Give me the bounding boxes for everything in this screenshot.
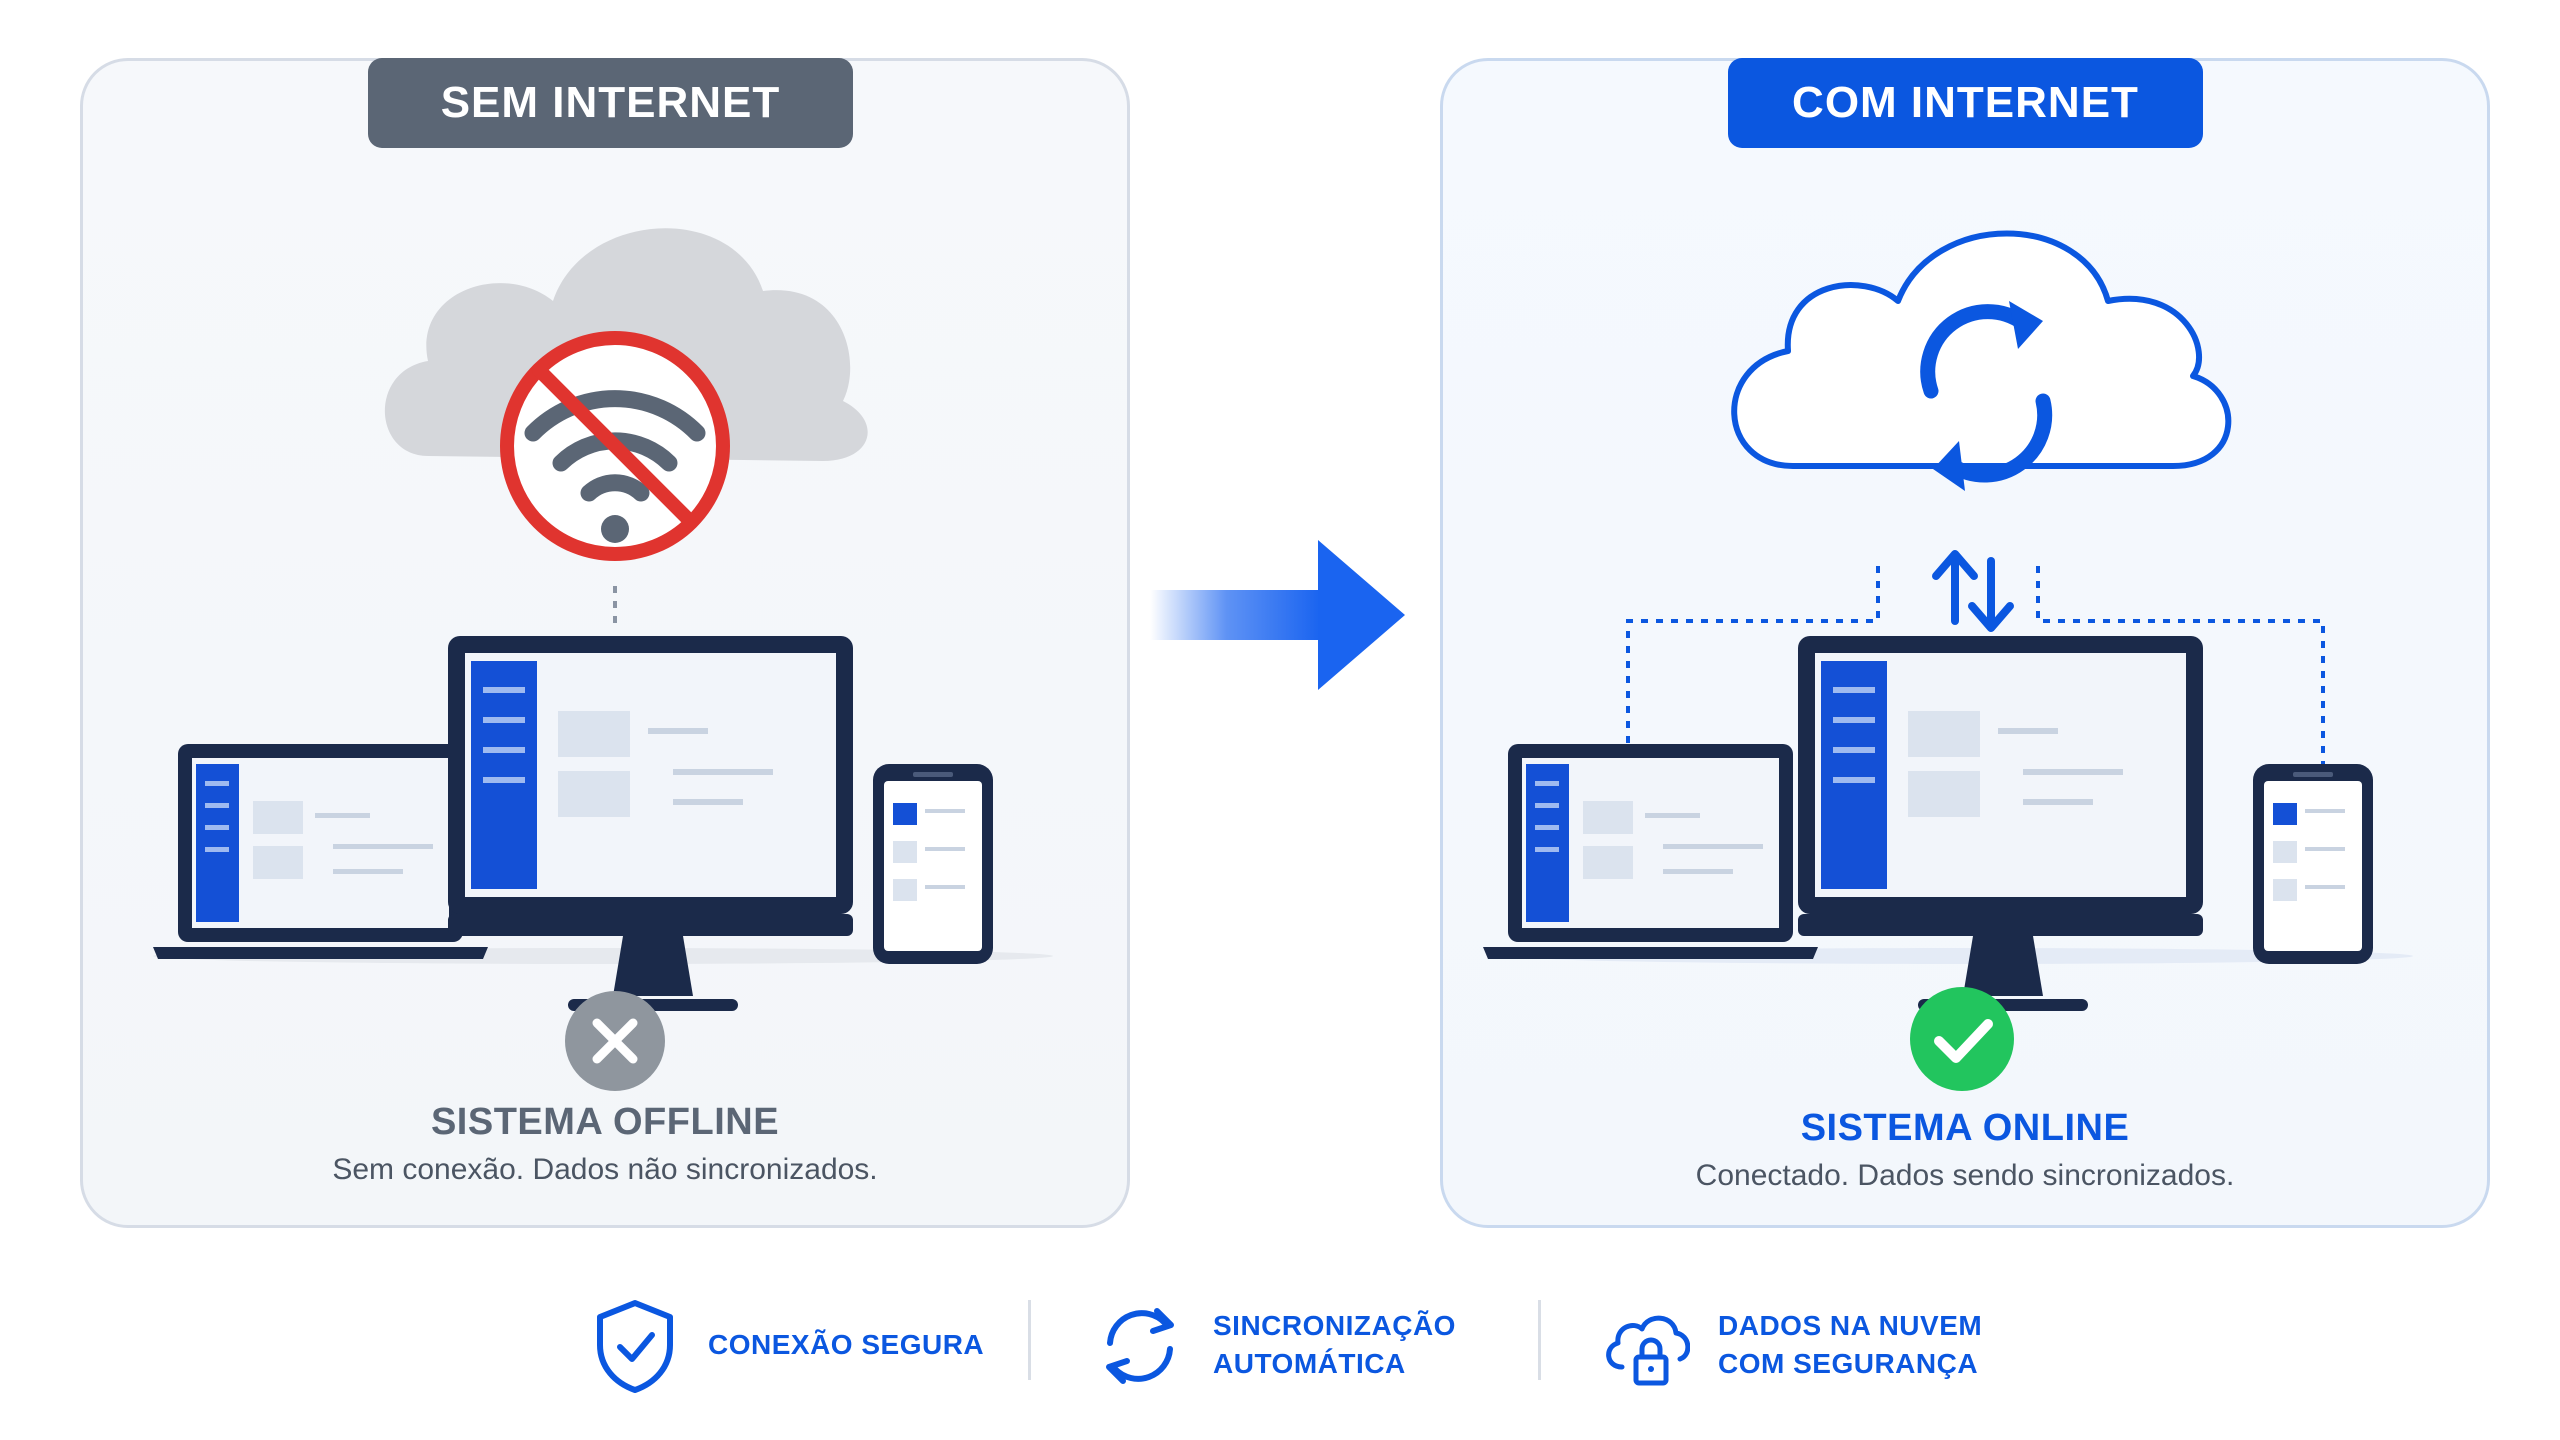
online-illustration xyxy=(1483,230,2413,1091)
offline-header: SEM INTERNET xyxy=(368,58,853,148)
online-status-title: SISTEMA ONLINE xyxy=(1800,1107,2130,1149)
online-status-subtitle: Conectado. Dados sendo sincronizados. xyxy=(1695,1159,2235,1192)
shield-check-icon xyxy=(597,1300,673,1393)
offline-status-title: SISTEMA OFFLINE xyxy=(430,1101,780,1143)
offline-status-subtitle: Sem conexão. Dados não sincronizados. xyxy=(332,1153,878,1186)
online-header: COM INTERNET xyxy=(1728,58,2203,148)
feature-cloud-security: DADOS NA NUVEM COM SEGURANÇA xyxy=(1600,1285,1982,1405)
feature-label-1: CONEXÃO SEGURA xyxy=(708,1329,985,1360)
transition-arrow-icon xyxy=(1150,540,1405,690)
features-row: CONEXÃO SEGURA SINCRONIZAÇÃO AUTOMÁTICA … xyxy=(0,1285,2560,1405)
desktop-monitor-icon xyxy=(1798,636,2203,1011)
sync-icon xyxy=(1106,1308,1174,1384)
online-check-icon xyxy=(1910,987,2014,1091)
cloud-sync-icon xyxy=(1731,230,2232,491)
cloud-lock-icon xyxy=(1606,1315,1690,1386)
feature-auto-sync: SINCRONIZAÇÃO AUTOMÁTICA xyxy=(1095,1285,1456,1405)
smartphone-icon xyxy=(873,764,993,964)
feature-divider xyxy=(1028,1300,1031,1380)
offline-x-icon xyxy=(565,991,665,1091)
no-wifi-icon xyxy=(500,331,730,561)
feature-label-3: DADOS NA NUVEM COM SEGURANÇA xyxy=(1718,1310,1983,1379)
online-panel: COM INTERNET xyxy=(1440,58,2490,1228)
feature-divider xyxy=(1538,1300,1541,1380)
feature-label-2: SINCRONIZAÇÃO AUTOMÁTICA xyxy=(1213,1310,1456,1379)
laptop-icon xyxy=(1483,744,1818,959)
smartphone-icon xyxy=(2253,764,2373,964)
offline-panel: SEM INTERNET xyxy=(80,58,1130,1228)
offline-illustration xyxy=(153,228,1053,1091)
laptop-icon xyxy=(153,744,488,959)
feature-secure-connection: CONEXÃO SEGURA xyxy=(590,1285,984,1405)
